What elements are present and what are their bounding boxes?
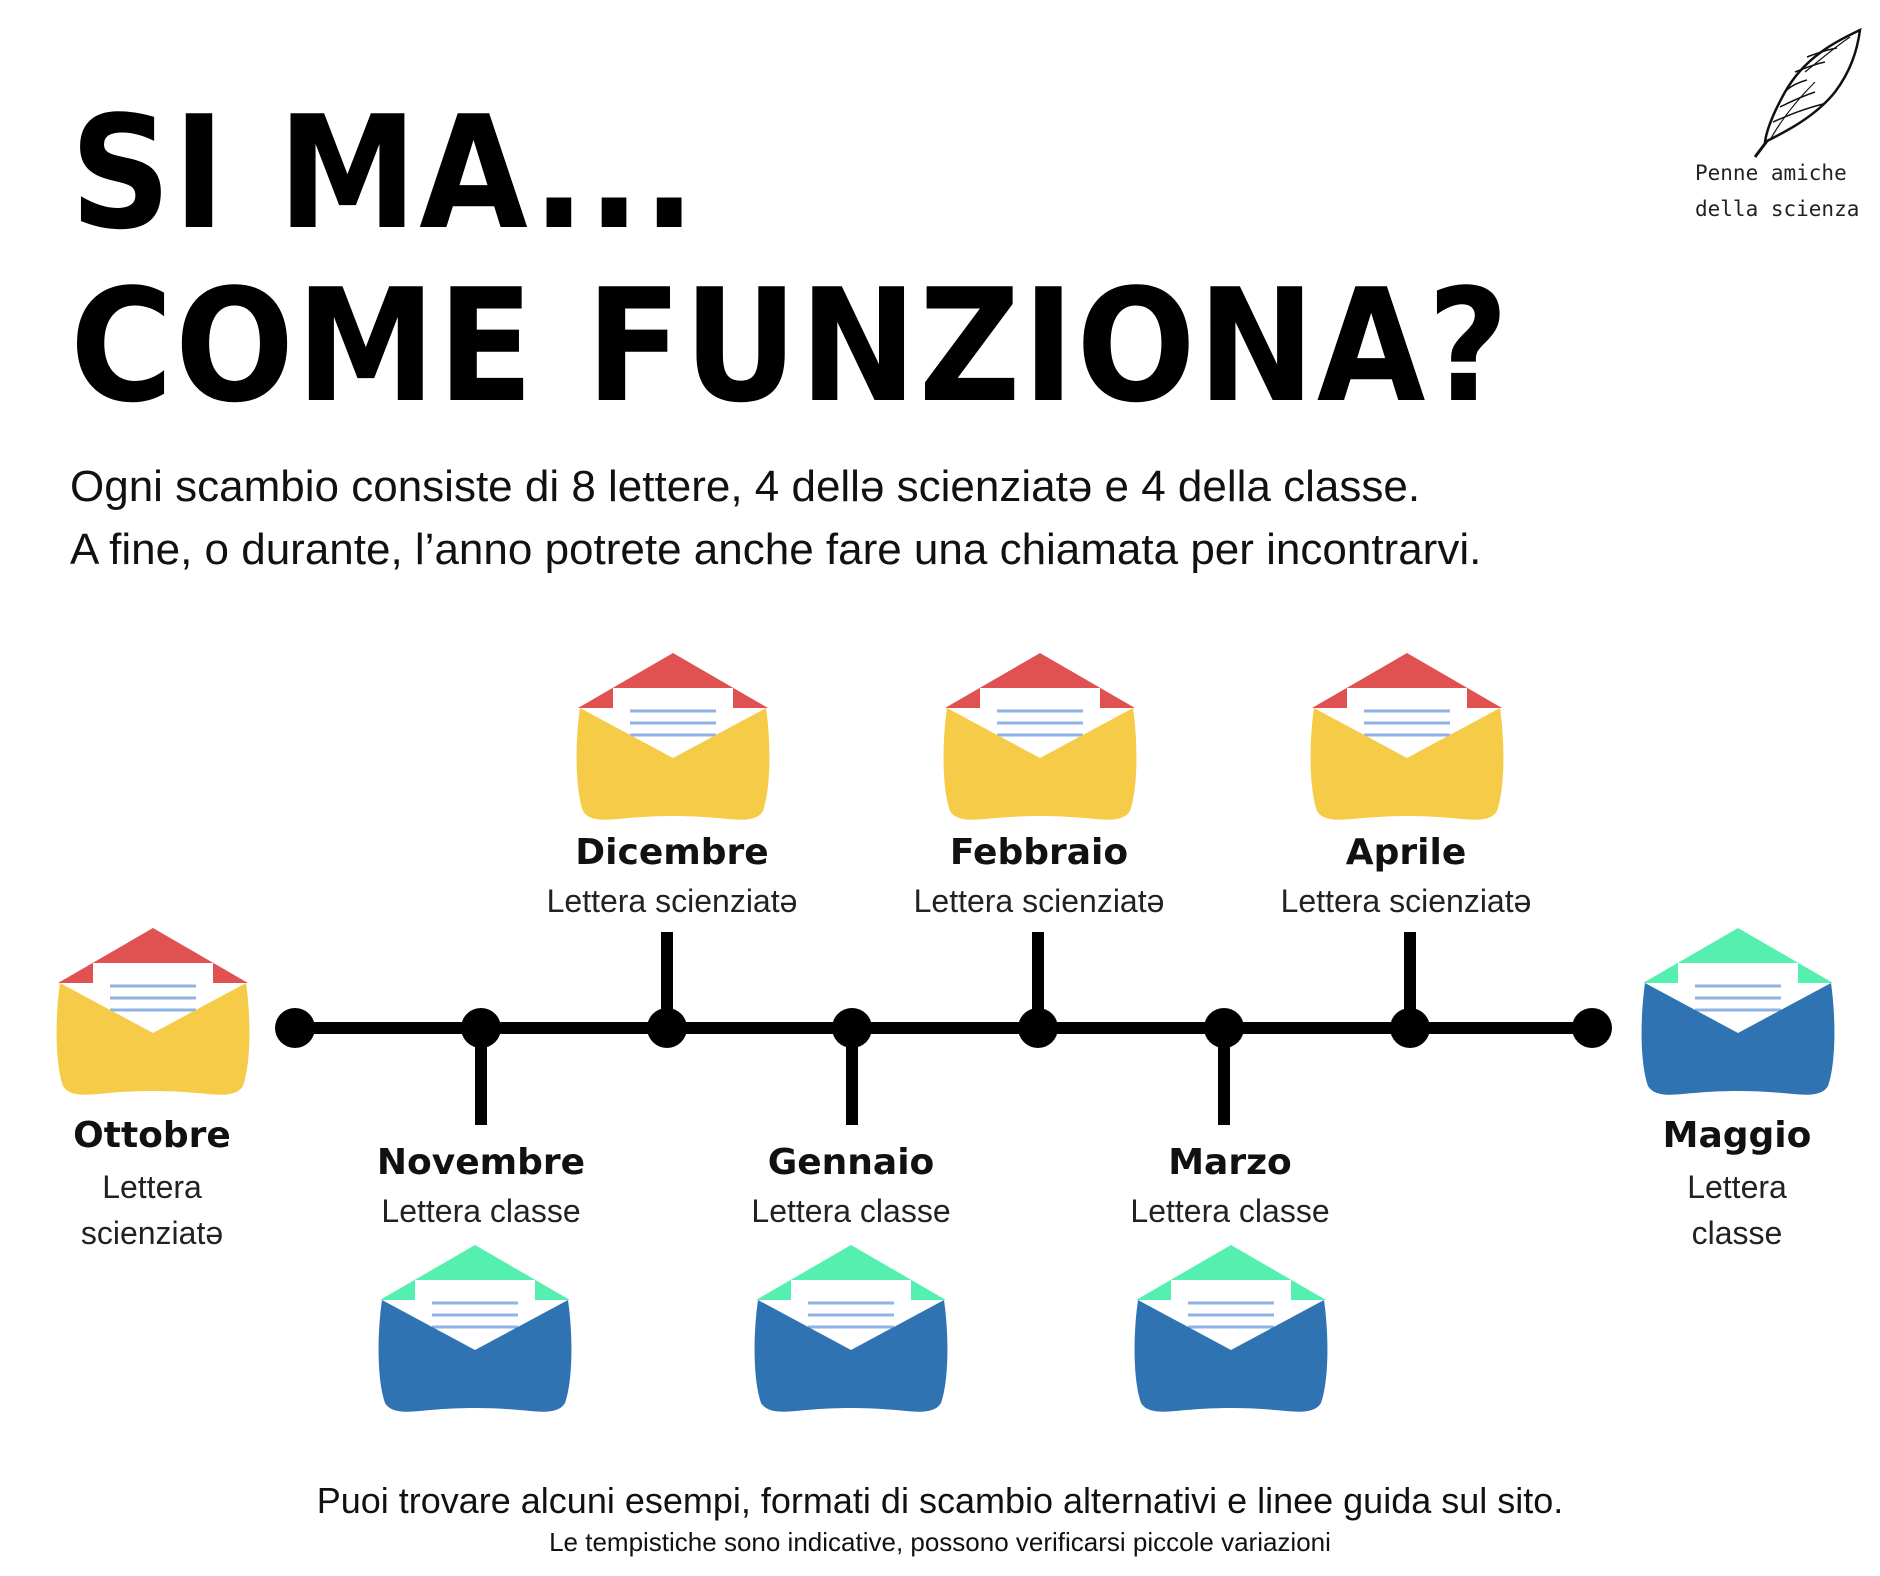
timeline-node-end (1572, 1008, 1612, 1048)
timeline-node-febbraio (1018, 1008, 1058, 1048)
timeline-node-dicembre (647, 1008, 687, 1048)
event-label-marzo: Lettera classe (1130, 1193, 1330, 1229)
envelope-maggio-icon (1640, 926, 1836, 1097)
event-label-aprile: Lettera scienziatə (1280, 883, 1532, 919)
event-text-ottobre: Lettera scienziatə (80, 1169, 224, 1251)
event-label-maggio: Lettera classe (1557, 1164, 1880, 1256)
logo-line-1: Penne amiche (1695, 161, 1847, 185)
month-label-febbraio: Febbraio (949, 832, 1129, 873)
event-label-gennaio: Lettera classe (751, 1193, 951, 1229)
event-label-febbraio: Lettera scienziatə (913, 883, 1165, 919)
timeline-node-aprile (1390, 1008, 1430, 1048)
envelope-ottobre-icon (55, 926, 251, 1097)
intro-line-2: A fine, o durante, l’anno potrete anche … (70, 525, 1482, 574)
event-label-novembre: Lettera classe (381, 1193, 581, 1229)
page-title-line-1: SI MA... (70, 82, 698, 264)
intro-line-1: Ogni scambio consiste di 8 lettere, 4 de… (70, 462, 1421, 511)
event-label-ottobre: Lettera scienziatə (0, 1164, 332, 1256)
logo-text: Penne amiche della scienza (1695, 155, 1859, 227)
envelope-dicembre-icon (575, 651, 771, 822)
month-label-dicembre: Dicembre (575, 832, 769, 873)
envelope-marzo-icon (1133, 1243, 1329, 1414)
month-label-novembre: Novembre (376, 1142, 586, 1183)
timeline-node-gennaio (832, 1008, 872, 1048)
envelope-gennaio-icon (753, 1243, 949, 1414)
envelope-febbraio-icon (942, 651, 1138, 822)
footer-disclaimer: Le tempistiche sono indicative, possono … (549, 1527, 1331, 1557)
envelope-novembre-icon (377, 1243, 573, 1414)
month-label-gennaio: Gennaio (767, 1142, 935, 1183)
month-label-aprile: Aprile (1345, 832, 1467, 873)
timeline-node-marzo (1204, 1008, 1244, 1048)
event-label-dicembre: Lettera scienziatə (546, 883, 798, 919)
month-label-maggio: Maggio (1662, 1115, 1812, 1156)
page-title-line-2: COME FUNZIONA? (70, 255, 1511, 437)
logo-line-2: della scienza (1695, 197, 1860, 221)
event-text-maggio: Lettera classe (1687, 1169, 1787, 1251)
month-label-marzo: Marzo (1168, 1142, 1292, 1183)
month-label-ottobre: Ottobre (73, 1115, 231, 1156)
timeline-node-start (275, 1008, 315, 1048)
timeline-node-novembre (461, 1008, 501, 1048)
footer-note: Puoi trovare alcuni esempi, formati di s… (316, 1480, 1564, 1521)
envelope-aprile-icon (1309, 651, 1505, 822)
feather-quill-icon (1753, 27, 1862, 158)
